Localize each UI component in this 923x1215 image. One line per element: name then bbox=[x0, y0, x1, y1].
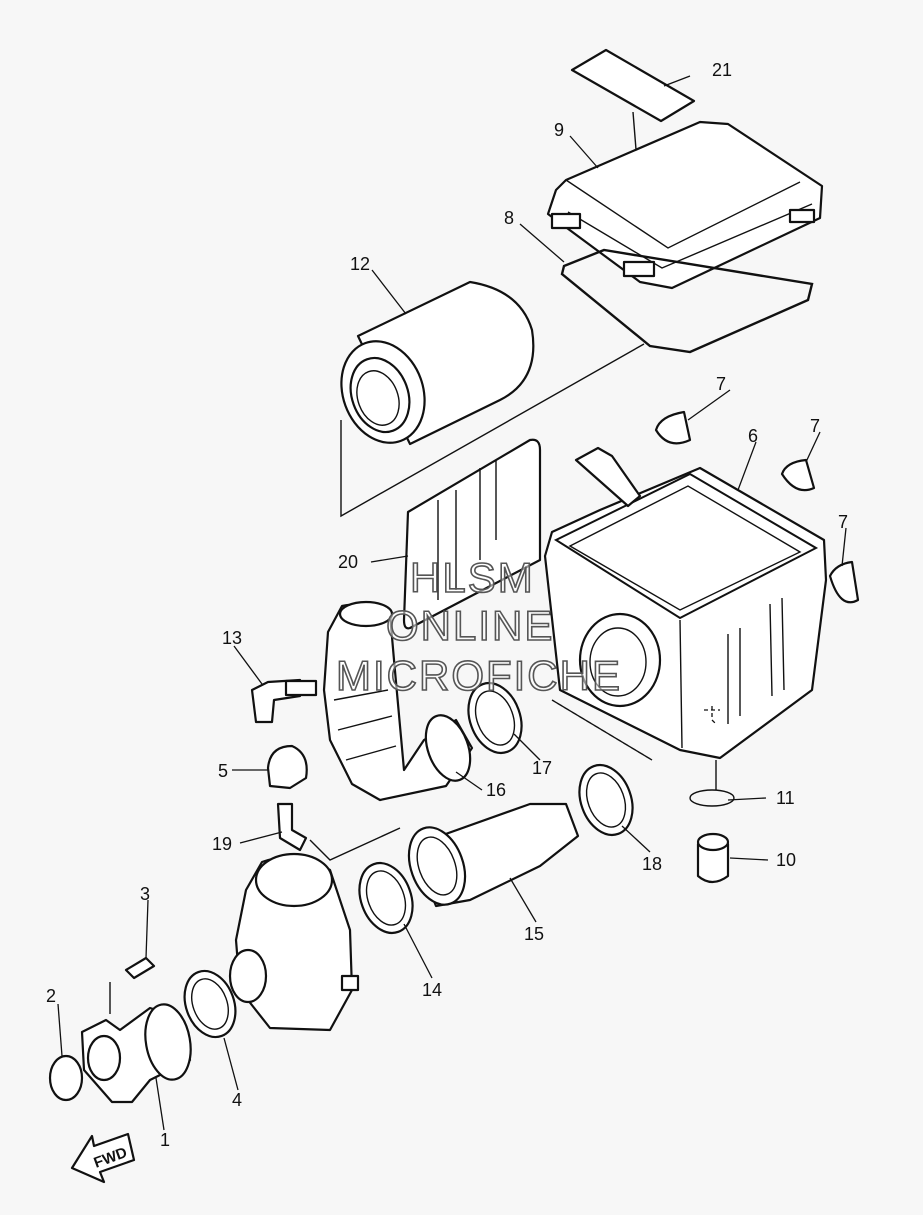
part-8-gasket bbox=[560, 248, 814, 354]
callout-21: 21 bbox=[712, 60, 732, 80]
part-6-filter-case bbox=[543, 446, 828, 761]
part-3-bolt bbox=[109, 956, 156, 1014]
part-9-case-cap bbox=[546, 120, 824, 290]
callout-15: 15 bbox=[524, 924, 544, 944]
callout-7-c: 7 bbox=[838, 512, 848, 532]
part-20-plate bbox=[402, 438, 542, 630]
callout-11: 11 bbox=[776, 788, 795, 808]
callout-6: 6 bbox=[748, 426, 758, 446]
watermark-line-2: ONLINE bbox=[386, 602, 554, 649]
watermark-line-1: HLSM bbox=[410, 554, 535, 601]
callout-8: 8 bbox=[504, 208, 514, 228]
part-18-hose-clamp bbox=[578, 764, 634, 836]
callout-10: 10 bbox=[776, 850, 796, 870]
part-4-clamp bbox=[183, 969, 237, 1039]
callout-9: 9 bbox=[554, 120, 564, 140]
leader-lines bbox=[57, 75, 847, 1131]
part-7-clips bbox=[654, 410, 860, 604]
callout-16: 16 bbox=[486, 780, 506, 800]
callout-14: 14 bbox=[422, 980, 442, 1000]
callout-19: 19 bbox=[212, 834, 232, 854]
part-1-intake-joint bbox=[80, 1003, 192, 1104]
part-16-joint bbox=[322, 600, 474, 802]
callout-18: 18 bbox=[642, 854, 662, 874]
callout-7-b: 7 bbox=[810, 416, 820, 436]
part-17-hose-clamp bbox=[467, 682, 523, 754]
callout-4: 4 bbox=[232, 1090, 242, 1110]
watermark-line-3: MICROFICHE bbox=[336, 652, 622, 699]
part-14-hose-clamp bbox=[358, 862, 414, 934]
part-2-o-ring bbox=[48, 1054, 84, 1102]
callout-3: 3 bbox=[140, 884, 150, 904]
watermark: HLSM ONLINE MICROFICHE bbox=[335, 553, 622, 700]
callout-20: 20 bbox=[338, 552, 358, 572]
part-19-pipe bbox=[276, 802, 401, 861]
part-12-filter-element bbox=[340, 280, 645, 518]
carburetor bbox=[228, 852, 360, 1032]
callout-2: 2 bbox=[46, 986, 56, 1006]
callout-12: 12 bbox=[350, 254, 370, 274]
callout-17: 17 bbox=[532, 758, 552, 778]
callout-1: 1 bbox=[160, 1130, 170, 1150]
callout-13: 13 bbox=[222, 628, 242, 648]
part-10-drain-cap bbox=[696, 832, 730, 884]
part-13-elbow bbox=[250, 678, 318, 724]
callout-7-a: 7 bbox=[716, 374, 726, 394]
part-15-joint bbox=[407, 802, 580, 908]
callout-5: 5 bbox=[218, 761, 228, 781]
fwd-direction-arrow: FWD bbox=[70, 1132, 136, 1184]
part-5-elbow bbox=[266, 744, 308, 790]
callout-numbers: 21 9 8 12 7 6 7 7 20 13 5 19 11 10 16 17… bbox=[46, 60, 848, 1150]
part-11-clamp bbox=[689, 760, 735, 807]
